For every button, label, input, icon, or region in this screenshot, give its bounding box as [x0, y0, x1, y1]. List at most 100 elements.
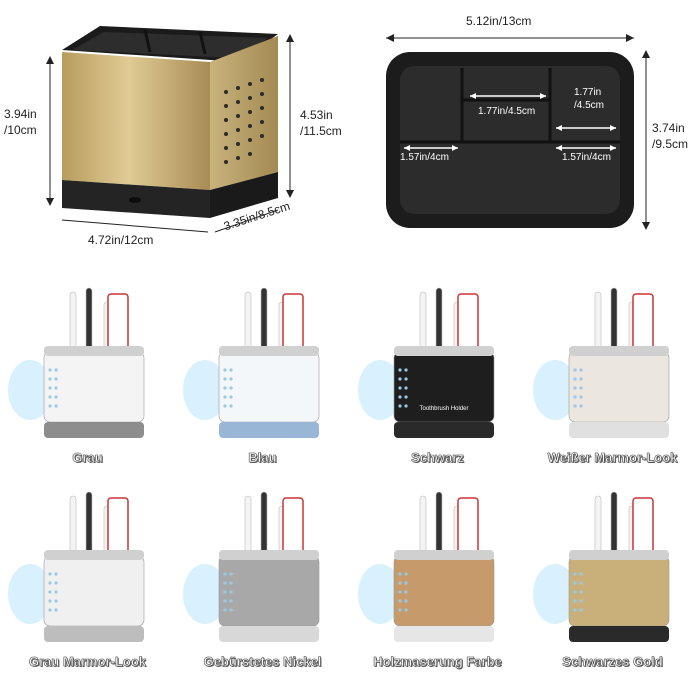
variant-card-7[interactable]: Schwarzes Gold: [525, 486, 700, 686]
holder-base: [44, 626, 144, 642]
airflow-glow: [8, 360, 52, 420]
vent-hole: [398, 386, 402, 390]
vent-hole: [404, 599, 408, 603]
vent-hole: [573, 386, 577, 390]
vent-hole: [223, 590, 227, 594]
vent-hole: [54, 386, 58, 390]
vent-hole: [54, 581, 58, 585]
vent-hole: [48, 572, 52, 576]
vent-hole: [579, 608, 583, 612]
vent-hole: [579, 599, 583, 603]
holder-illustration: Toothbrush Holder: [358, 287, 495, 438]
vent-hole: [223, 395, 227, 399]
holder-base: [569, 422, 669, 438]
vent-hole: [48, 608, 52, 612]
airflow-glow: [358, 564, 402, 624]
vent-hole: [398, 599, 402, 603]
vent-hole: [404, 572, 408, 576]
vent-hole: [223, 368, 227, 372]
vent-hole: [398, 590, 402, 594]
vent-hole: [579, 572, 583, 576]
toothpaste-tube: [632, 293, 654, 355]
vent-hole: [223, 581, 227, 585]
holder-illustration: [358, 491, 495, 642]
vent-hole: [404, 377, 408, 381]
variant-label: Blau: [248, 450, 277, 466]
vent-hole: [579, 386, 583, 390]
variant-card-4[interactable]: Grau Marmor-Look: [0, 486, 175, 686]
variant-card-2[interactable]: Toothbrush Holder Schwarz: [350, 282, 525, 482]
airflow-glow: [533, 360, 577, 420]
vent-hole: [223, 572, 227, 576]
vent-hole: [48, 377, 52, 381]
vent-hole: [404, 581, 408, 585]
holder-body: [218, 351, 320, 423]
variant-label: Grau Marmor-Look: [28, 654, 147, 670]
toothpaste-tube: [282, 293, 304, 355]
holder-base: [569, 626, 669, 642]
variant-card-0[interactable]: Grau: [0, 282, 175, 482]
vent-holes: [224, 78, 264, 164]
holder-rim: [569, 550, 669, 560]
variant-card-5[interactable]: Gebürstetes Nickel: [175, 486, 350, 686]
vent-hole: [223, 404, 227, 408]
vent-hole: [48, 590, 52, 594]
vent-hole: [573, 404, 577, 408]
vent-hole: [398, 608, 402, 612]
vent-hole: [229, 572, 233, 576]
product-top-view: [370, 0, 700, 270]
vent-hole: [579, 368, 583, 372]
holder-rim: [219, 346, 319, 356]
toothpaste-tube: [107, 293, 129, 355]
holder-base: [394, 422, 494, 438]
holder-body: [43, 351, 145, 423]
airflow-glow: [8, 564, 52, 624]
vent-hole: [48, 395, 52, 399]
vent-hole: [579, 395, 583, 399]
vent-hole: [404, 395, 408, 399]
vent-hole: [229, 404, 233, 408]
airflow-glow: [358, 360, 402, 420]
holder-illustration: [8, 287, 145, 438]
toothpaste-tube: [107, 497, 129, 559]
vent-hole: [223, 608, 227, 612]
gold-holder-illustration: [46, 26, 294, 233]
holder-imprint: Toothbrush Holder: [419, 406, 468, 412]
vent-hole: [54, 599, 58, 603]
dim-compartment-right: 1.77in /4.5cm: [574, 87, 605, 111]
vent-hole: [404, 368, 408, 372]
variant-card-1[interactable]: Blau: [175, 282, 350, 482]
vent-hole: [54, 572, 58, 576]
variant-card-6[interactable]: Holzmaserung Farbe: [350, 486, 525, 686]
top-view-illustration: [386, 34, 650, 230]
vent-hole: [229, 590, 233, 594]
dim-compartment-right-bottom: 1.57in/4cm: [562, 152, 611, 163]
vent-hole: [54, 608, 58, 612]
vent-hole: [48, 581, 52, 585]
holder-rim: [44, 346, 144, 356]
vent-hole: [579, 377, 583, 381]
vent-hole: [573, 572, 577, 576]
vent-hole: [398, 572, 402, 576]
variant-card-3[interactable]: Weißer Marmor-Look: [525, 282, 700, 482]
variant-label: Schwarz: [411, 450, 464, 466]
holder-illustration: [533, 491, 670, 642]
variant-label: Weißer Marmor-Look: [547, 450, 678, 466]
holder-body: [43, 555, 145, 627]
holder-illustration: [183, 287, 320, 438]
holder-base: [394, 626, 494, 642]
holder-illustration: [533, 287, 670, 438]
holder-base: [44, 422, 144, 438]
holder-body: [393, 555, 495, 627]
vent-hole: [398, 395, 402, 399]
toothpaste-tube: [457, 497, 479, 559]
vent-hole: [229, 386, 233, 390]
dim-height-right: 4.53in /11.5cm: [300, 108, 342, 138]
vent-hole: [48, 404, 52, 408]
vent-hole: [54, 404, 58, 408]
vent-hole: [404, 590, 408, 594]
airflow-glow: [183, 360, 227, 420]
vent-hole: [573, 581, 577, 585]
holder-illustration: [183, 491, 320, 642]
vent-hole: [573, 599, 577, 603]
